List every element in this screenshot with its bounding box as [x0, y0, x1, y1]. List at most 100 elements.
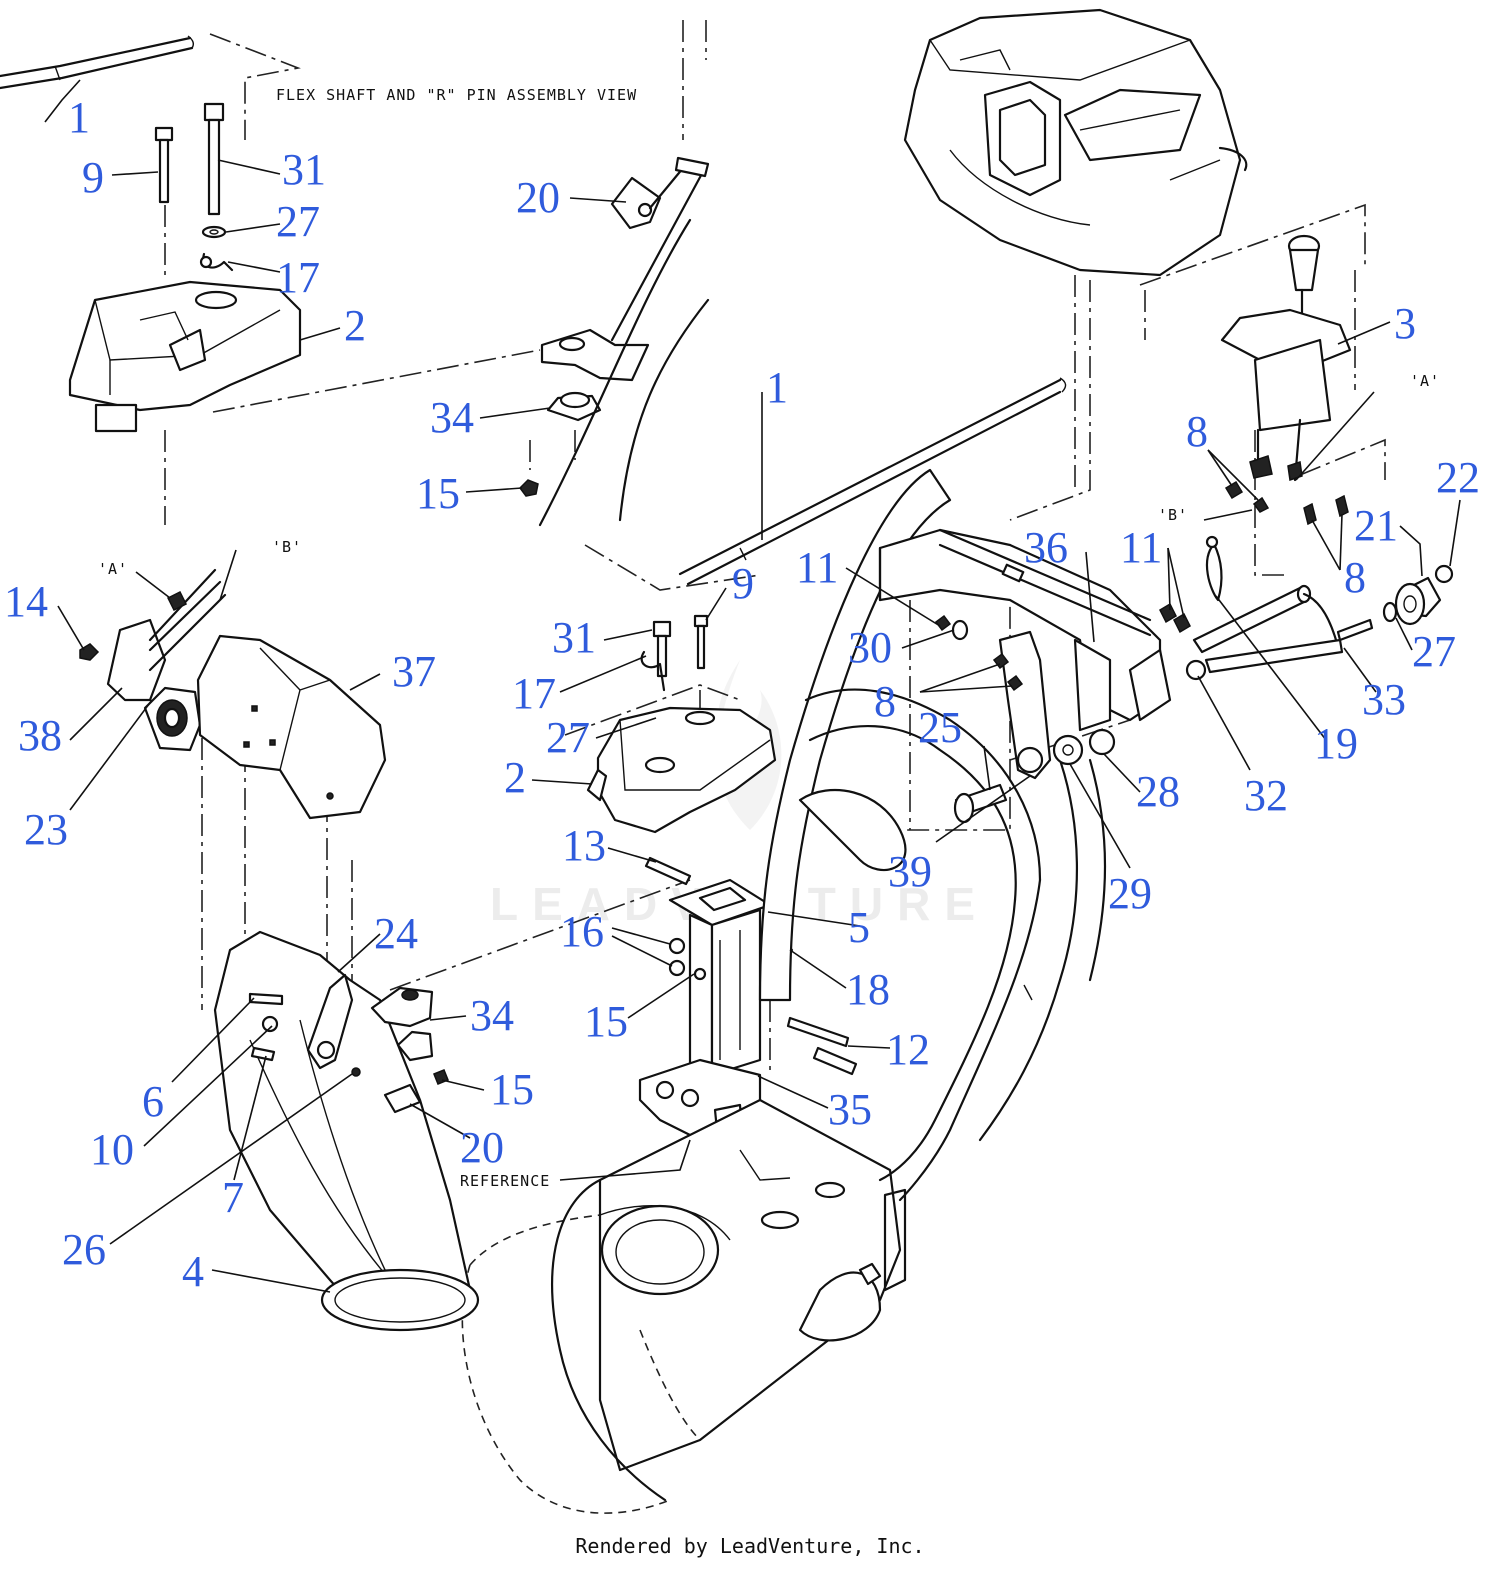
pins-12 — [786, 1016, 858, 1076]
nut-14 — [79, 643, 100, 661]
callout-15: 15 — [416, 469, 460, 518]
callout-5: 5 — [848, 903, 870, 952]
callout-17: 17 — [276, 253, 320, 302]
bolt-9-center — [693, 614, 709, 670]
callout-13: 13 — [562, 821, 606, 870]
tilt-bracket-20-top — [610, 156, 710, 342]
callout-6: 6 — [142, 1077, 164, 1126]
callout-31: 31 — [282, 145, 326, 194]
flex-shaft-center — [678, 377, 1067, 586]
chute-control-head-top — [68, 280, 302, 433]
dash-panel-36 — [878, 528, 1172, 732]
bolt-31-top — [203, 102, 225, 216]
callout-15: 15 — [584, 997, 628, 1046]
callout-8: 8 — [1186, 407, 1208, 456]
callout-11: 11 — [796, 543, 838, 592]
bolt-31-center — [652, 620, 672, 678]
callout-27: 27 — [546, 713, 590, 762]
detail-b-label-left: 'B' — [272, 538, 302, 556]
knob-21 — [1394, 576, 1442, 626]
callout-36: 36 — [1024, 523, 1068, 572]
callout-16: 16 — [560, 907, 604, 956]
callout-31: 31 — [552, 613, 596, 662]
chute-mount-34-bottom — [370, 986, 449, 1085]
deflector-37 — [196, 634, 387, 820]
discharge-chute-4 — [213, 930, 480, 1332]
callout-14: 14 — [4, 577, 48, 626]
callout-20: 20 — [516, 173, 560, 222]
pin-17-top — [199, 252, 234, 272]
callout-27: 27 — [1412, 627, 1456, 676]
bearing-32 — [1185, 659, 1207, 681]
fasteners-8-right — [1224, 480, 1349, 526]
callout-1: 1 — [766, 363, 788, 412]
callout-25: 25 — [918, 703, 962, 752]
pin-33 — [1336, 618, 1374, 642]
callout-33: 33 — [1362, 675, 1406, 724]
callout-34: 34 — [430, 393, 474, 442]
callout-2: 2 — [344, 301, 366, 350]
detail-b-label-right: 'B' — [1158, 506, 1188, 524]
assembly-view-note: FLEX SHAFT AND "R" PIN ASSEMBLY VIEW — [276, 86, 637, 104]
cable-bracket-38 — [106, 568, 227, 702]
washer-28 — [1088, 728, 1116, 756]
leader-lines — [44, 79, 1461, 1293]
callout-39: 39 — [888, 847, 932, 896]
handle-frame — [758, 468, 1107, 1202]
chute-mount-34-top — [519, 328, 650, 497]
deflector-bracket-24 — [306, 973, 354, 1070]
callout-8: 8 — [1344, 553, 1366, 602]
rod-33 — [1192, 584, 1344, 674]
callout-28: 28 — [1136, 767, 1180, 816]
pivot-bracket-39 — [998, 630, 1052, 780]
callout-2: 2 — [504, 753, 526, 802]
pin-17-center — [640, 650, 666, 692]
callout-17: 17 — [512, 669, 556, 718]
footer-credit: Rendered by LeadVenture, Inc. — [575, 1534, 925, 1558]
callout-9: 9 — [82, 153, 104, 202]
callout-11: 11 — [1120, 523, 1162, 572]
chute-tower-5 — [668, 878, 794, 1077]
hairpin-19 — [1205, 535, 1223, 602]
chute-arc-lines — [538, 218, 710, 527]
callout-numbers: 1 9 31 27 17 2 20 34 15 1 9 31 17 27 2 1… — [4, 93, 1480, 1296]
callout-23: 23 — [24, 805, 68, 854]
chute-gear-23 — [143, 686, 202, 752]
detail-a-label-right: 'A' — [1410, 372, 1440, 390]
callout-20: 20 — [460, 1123, 504, 1172]
washer-27-right — [1382, 601, 1398, 623]
callout-10: 10 — [90, 1125, 134, 1174]
detail-a-label-left: 'A' — [98, 560, 128, 578]
bolts-6-7-10 — [248, 992, 361, 1077]
callout-19: 19 — [1314, 719, 1358, 768]
callout-35: 35 — [828, 1085, 872, 1134]
callout-24: 24 — [374, 909, 418, 958]
callout-32: 32 — [1244, 771, 1288, 820]
callout-37: 37 — [392, 647, 436, 696]
callout-38: 38 — [18, 711, 62, 760]
chute-control-head-center — [586, 706, 777, 834]
callout-8: 8 — [874, 677, 896, 726]
bushing-25 — [953, 783, 1008, 824]
callout-22: 22 — [1436, 453, 1480, 502]
callout-4: 4 — [182, 1247, 204, 1296]
callout-15: 15 — [490, 1065, 534, 1114]
washer-27-top — [201, 225, 227, 239]
washer-29 — [1052, 734, 1084, 766]
callout-12: 12 — [886, 1025, 930, 1074]
callout-1: 1 — [68, 93, 90, 142]
callout-9: 9 — [732, 559, 754, 608]
callout-29: 29 — [1108, 869, 1152, 918]
callout-26: 26 — [62, 1225, 106, 1274]
washer-30 — [934, 614, 969, 641]
callout-18: 18 — [846, 965, 890, 1014]
auger-housing-reference — [461, 1098, 907, 1514]
nut-22 — [1434, 564, 1454, 584]
callout-7: 7 — [222, 1173, 244, 1222]
callout-34: 34 — [470, 991, 514, 1040]
control-dash-top — [903, 8, 1248, 277]
callout-21: 21 — [1354, 501, 1398, 550]
pin-13 — [644, 856, 692, 886]
shift-lever-3 — [1220, 234, 1352, 482]
